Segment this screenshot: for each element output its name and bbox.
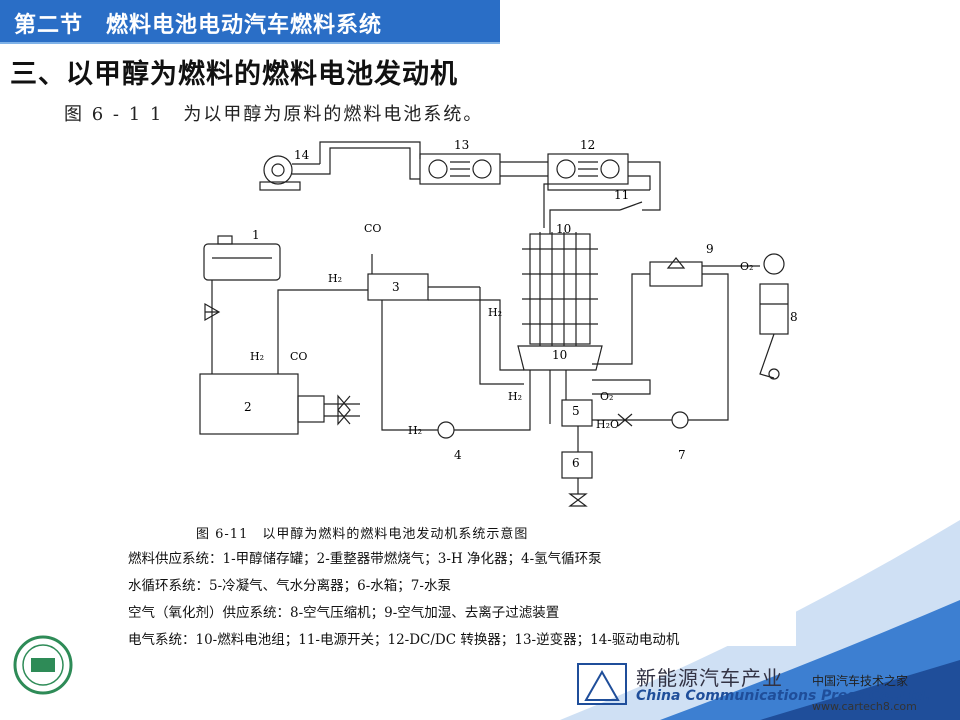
air-humidifier-9	[592, 257, 760, 395]
legend-line-electrical: 电气系统：10-燃料电池组；11-电源开关；12-DC/DC 转换器；13-逆变…	[128, 632, 680, 648]
brand-cn-text: 新能源汽车产业	[636, 666, 783, 690]
dcdc-converter-12	[547, 153, 629, 185]
intro-text: 图 6 - 1 1 为以甲醇为原料的燃料电池系统。	[64, 104, 484, 125]
diagram-label-co-top: CO	[364, 222, 382, 235]
brand-en-text: China Communications Press Co.,Ltd.	[636, 688, 931, 704]
reformer-2	[199, 373, 360, 435]
fuel-cell-stack-10	[517, 232, 603, 371]
legend-line-water: 水循环系统：5-冷凝气、气水分离器；6-水箱；7-水泵	[128, 578, 451, 594]
slide-heading: 三、以甲醇为燃料的燃料电池发动机	[10, 59, 458, 90]
legend-line-fuel: 燃料供应系统：1-甲醇储存罐；2-重整器带燃烧气；3-H 净化器；4-氢气循环泵	[128, 551, 602, 567]
power-switch-11	[619, 201, 643, 211]
watermark-cn: 中国汽车技术之家	[812, 674, 909, 688]
water-tank-6	[561, 451, 593, 507]
diagram-label-4: 4	[454, 448, 462, 462]
diagram-label-h2-bottom: H₂	[408, 424, 423, 437]
diagram-label-10-bottom: 10	[552, 348, 568, 362]
diagram-label-o2-mid: O₂	[600, 390, 614, 403]
diagram-label-h2-left: H₂	[328, 272, 343, 285]
legend-line-air: 空气（氧化剂）供应系统：8-空气压缩机；9-空气加湿、去离子过滤装置	[128, 605, 560, 621]
drive-motor-14	[259, 155, 320, 191]
air-compressor-8	[759, 253, 789, 380]
diagram-label-9: 9	[706, 242, 714, 256]
diagram-label-7: 7	[678, 448, 686, 462]
section-title: 第二节 燃料电池电动汽车燃料系统	[14, 13, 383, 38]
inverter-13	[419, 153, 501, 185]
fuel-cell-system-diagram	[199, 141, 789, 507]
condenser-separator-5	[549, 370, 593, 452]
section-title-bar: 第二节 燃料电池电动汽车燃料系统	[0, 0, 500, 44]
diagram-label-10-top: 10	[556, 222, 572, 236]
hydrogen-purifier-3	[367, 254, 480, 301]
diagram-label-13: 13	[454, 138, 470, 152]
diagram-label-14: 14	[294, 148, 310, 162]
diagram-label-o2-right: O₂	[740, 260, 754, 273]
watermark-url: www.cartech8.com	[812, 700, 917, 713]
methanol-tank-1	[203, 235, 281, 374]
diagram-label-co-up: CO	[290, 350, 308, 363]
diagram-label-2: 2	[244, 400, 252, 414]
publisher-brand-logo	[577, 663, 627, 705]
diagram-label-h2-mid: H₂	[508, 390, 523, 403]
hydrogen-pump-4	[381, 300, 531, 439]
diagram-label-6: 6	[572, 456, 580, 470]
diagram-label-h2-down: H₂	[488, 306, 503, 319]
diagram-label-3: 3	[392, 280, 400, 294]
system-diagram-figure: 14 13 12 11 10 10 9 8 1 2 3 4 5 6 7 CO H…	[120, 134, 798, 646]
diagram-label-8: 8	[790, 310, 798, 324]
diagram-label-12: 12	[580, 138, 596, 152]
diagram-label-1: 1	[252, 228, 260, 242]
diagram-label-5: 5	[572, 404, 580, 418]
diagram-label-11: 11	[614, 188, 630, 202]
publisher-seal-logo	[13, 635, 73, 695]
figure-caption: 图 6-11 以甲醇为燃料的燃料电池发动机系统示意图	[196, 527, 529, 542]
water-pump-7	[592, 273, 729, 429]
diagram-label-h2o: H₂O	[596, 418, 620, 431]
diagram-label-h2-up: H₂	[250, 350, 265, 363]
